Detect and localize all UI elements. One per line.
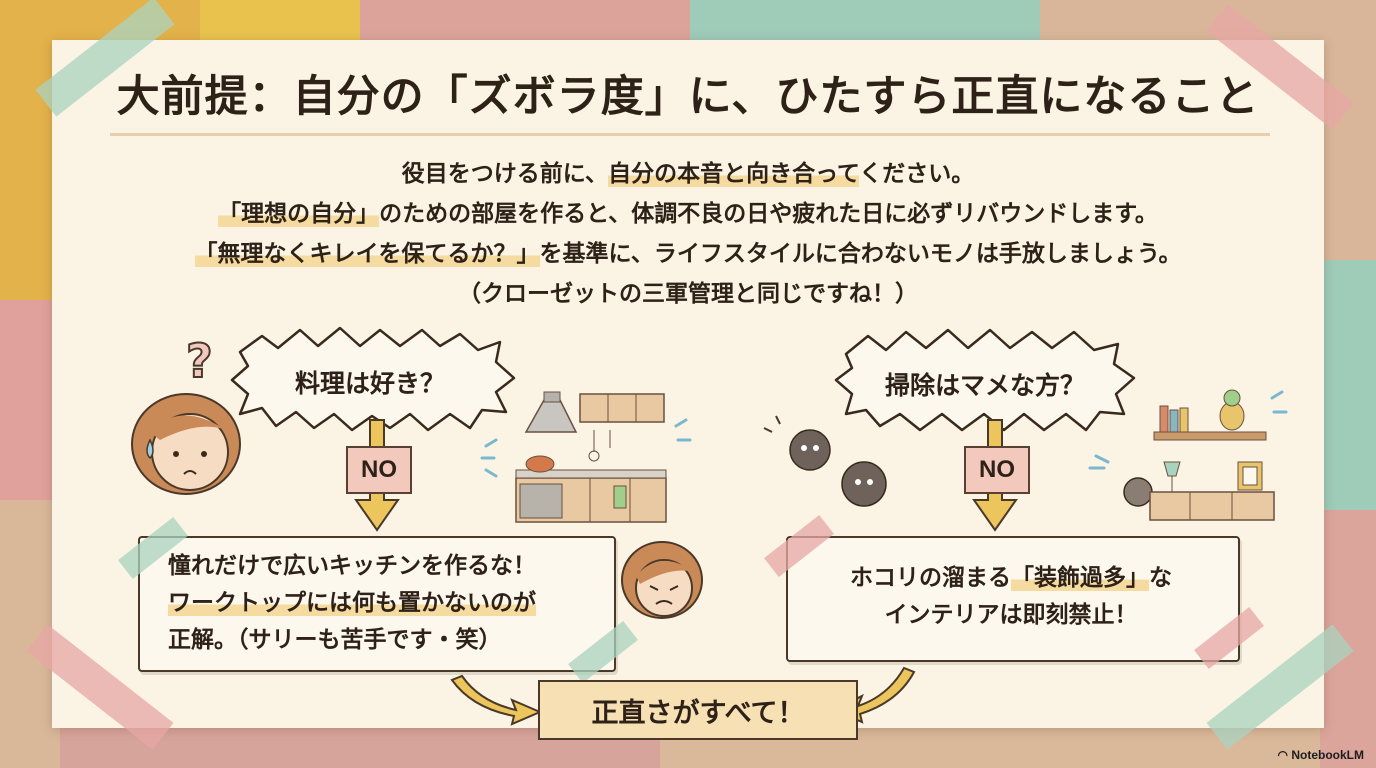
left-question: 料理は好き？	[294, 369, 445, 398]
page-title: 大前提：自分の「ズボラ度」に、ひたすら正直になること	[116, 72, 1260, 122]
right-question: 掃除はマメな方？	[884, 371, 1085, 400]
intro-line-1: 役目をつける前に、自分の本音と向き合ってください。	[401, 161, 975, 187]
intro-line-4: （クローゼットの三軍管理と同じですね！）	[458, 281, 918, 307]
bg-patch	[0, 300, 60, 500]
right-advice-text: ホコリの溜まる「装飾過多」な インテリアは即刻禁止！	[850, 565, 1172, 628]
right-advice-card	[786, 536, 1240, 662]
right-answer-badge: NO	[964, 446, 1030, 494]
conclusion-banner: 正直さがすべて！	[538, 680, 858, 740]
bg-patch	[1320, 260, 1376, 510]
question-mark-icon: ?	[185, 333, 214, 389]
brand-label: ◠ NotebookLM	[1277, 748, 1364, 762]
notebook-icon: ◠	[1277, 748, 1292, 762]
left-answer-badge: NO	[346, 446, 412, 494]
intro-line-3: 「無理なくキレイを保てるか？」を基準に、ライフスタイルに合わないモノは手放しまし…	[194, 241, 1182, 267]
title-underline	[110, 133, 1270, 136]
intro-text: 役目をつける前に、自分の本音と向き合ってください。 「理想の自分」のための部屋を…	[0, 154, 1376, 314]
left-advice-text: 憧れだけで広いキッチンを作るな！ ワークトップには何も置かないのが 正解。（サリ…	[168, 553, 536, 653]
intro-line-2: 「理想の自分」のための部屋を作ると、体調不良の日や疲れた日に必ずリバウンドします…	[218, 201, 1158, 227]
